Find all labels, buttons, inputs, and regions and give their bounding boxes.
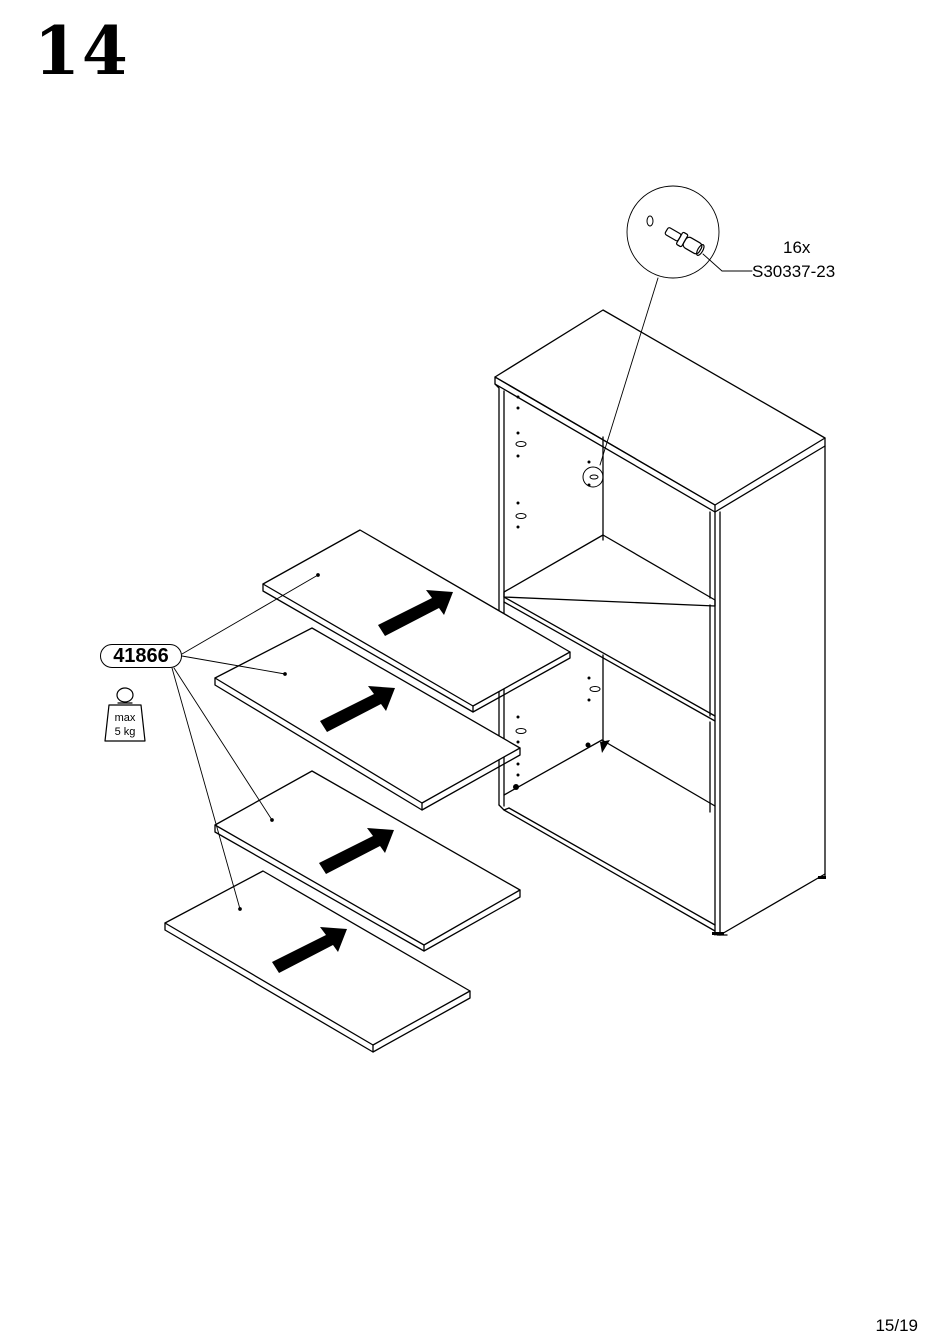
bookcase-carcass [495, 310, 826, 935]
page-number: 15/19 [875, 1316, 918, 1336]
shelf-pin-holes [513, 396, 591, 791]
weight-limit-label: max [105, 713, 145, 724]
hardware-part-number: S30337-23 [752, 262, 835, 282]
shelf-part-badge: 41866 [100, 644, 182, 668]
hardware-quantity: 16x [783, 238, 810, 258]
detail-marker-circle [583, 467, 603, 487]
weight-limit-value: 5 kg [105, 727, 145, 738]
step-number: 14 [34, 18, 130, 84]
